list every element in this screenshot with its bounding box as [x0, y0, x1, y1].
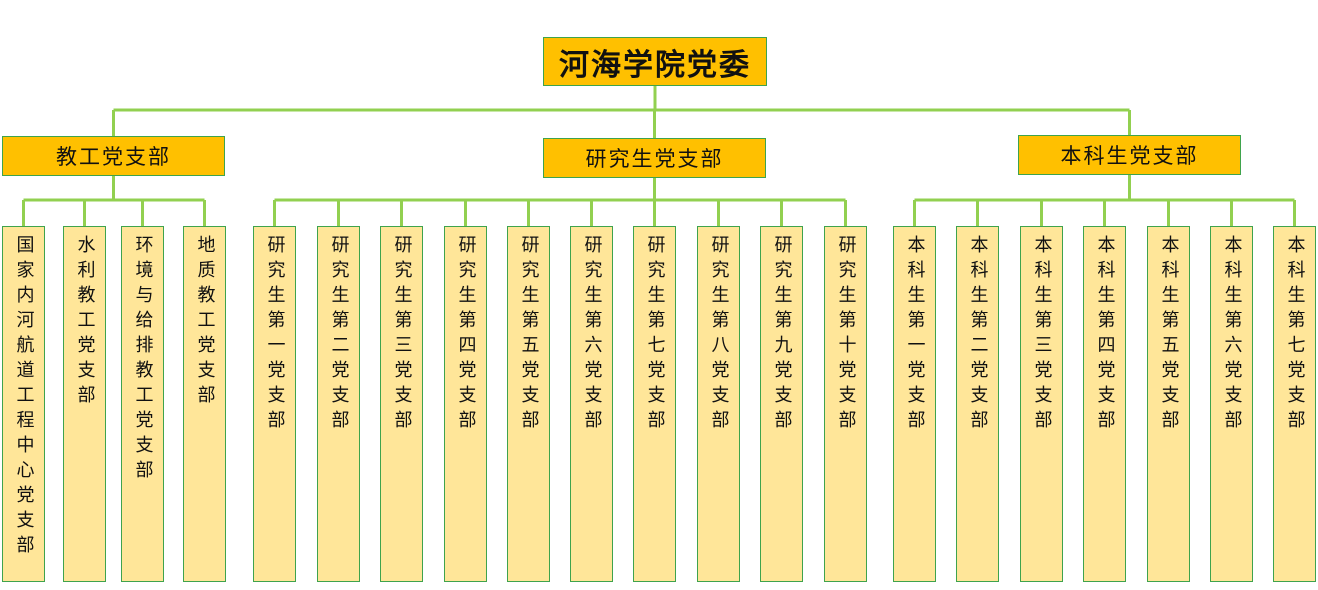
leaf-node: 本科生第五党支部 — [1147, 226, 1190, 582]
leaf-label: 本科生第五党支部 — [1158, 235, 1180, 435]
leaf-node: 研究生第八党支部 — [697, 226, 740, 582]
leaf-node: 研究生第二党支部 — [317, 226, 360, 582]
leaf-node: 研究生第六党支部 — [570, 226, 613, 582]
leaf-label: 本科生第一党支部 — [904, 235, 926, 435]
leaf-label: 本科生第四党支部 — [1094, 235, 1116, 435]
leaf-label: 地质教工党支部 — [194, 235, 216, 410]
root-node: 河海学院党委 — [543, 37, 767, 86]
leaf-label: 水利教工党支部 — [74, 235, 96, 410]
branch-node: 研究生党支部 — [543, 138, 766, 178]
leaf-label: 本科生第三党支部 — [1031, 235, 1053, 435]
root-label: 河海学院党委 — [559, 47, 751, 83]
branch-node: 本科生党支部 — [1018, 135, 1241, 175]
leaf-node: 水利教工党支部 — [63, 226, 106, 582]
leaf-label: 研究生第三党支部 — [391, 235, 413, 435]
leaf-label: 本科生第二党支部 — [967, 235, 989, 435]
leaf-node: 研究生第七党支部 — [633, 226, 676, 582]
leaf-label: 国家内河航道工程中心党支部 — [13, 235, 35, 560]
leaf-label: 研究生第八党支部 — [708, 235, 730, 435]
leaf-node: 国家内河航道工程中心党支部 — [2, 226, 45, 582]
leaf-label: 研究生第四党支部 — [455, 235, 477, 435]
leaf-node: 地质教工党支部 — [183, 226, 226, 582]
leaf-label: 环境与给排教工党支部 — [132, 235, 154, 485]
leaf-label: 本科生第六党支部 — [1221, 235, 1243, 435]
leaf-label: 研究生第九党支部 — [771, 235, 793, 435]
leaf-label: 研究生第十党支部 — [835, 235, 857, 435]
leaf-node: 研究生第九党支部 — [760, 226, 803, 582]
leaf-node: 研究生第四党支部 — [444, 226, 487, 582]
leaf-label: 研究生第二党支部 — [328, 235, 350, 435]
leaf-node: 本科生第三党支部 — [1020, 226, 1063, 582]
leaf-node: 研究生第五党支部 — [507, 226, 550, 582]
leaf-node: 研究生第一党支部 — [253, 226, 296, 582]
leaf-node: 研究生第十党支部 — [824, 226, 867, 582]
leaf-node: 本科生第六党支部 — [1210, 226, 1253, 582]
leaf-label: 研究生第七党支部 — [644, 235, 666, 435]
branch-label: 本科生党支部 — [1060, 144, 1199, 168]
leaf-node: 研究生第三党支部 — [380, 226, 423, 582]
leaf-label: 本科生第七党支部 — [1284, 235, 1306, 435]
leaf-node: 本科生第七党支部 — [1273, 226, 1316, 582]
leaf-node: 本科生第一党支部 — [893, 226, 936, 582]
branch-label: 教工党支部 — [56, 145, 171, 169]
leaf-node: 本科生第四党支部 — [1083, 226, 1126, 582]
leaf-label: 研究生第一党支部 — [264, 235, 286, 435]
branch-node: 教工党支部 — [2, 136, 225, 176]
leaf-node: 环境与给排教工党支部 — [121, 226, 164, 582]
leaf-label: 研究生第五党支部 — [518, 235, 540, 435]
branch-label: 研究生党支部 — [585, 147, 724, 171]
leaf-label: 研究生第六党支部 — [581, 235, 603, 435]
leaf-node: 本科生第二党支部 — [956, 226, 999, 582]
